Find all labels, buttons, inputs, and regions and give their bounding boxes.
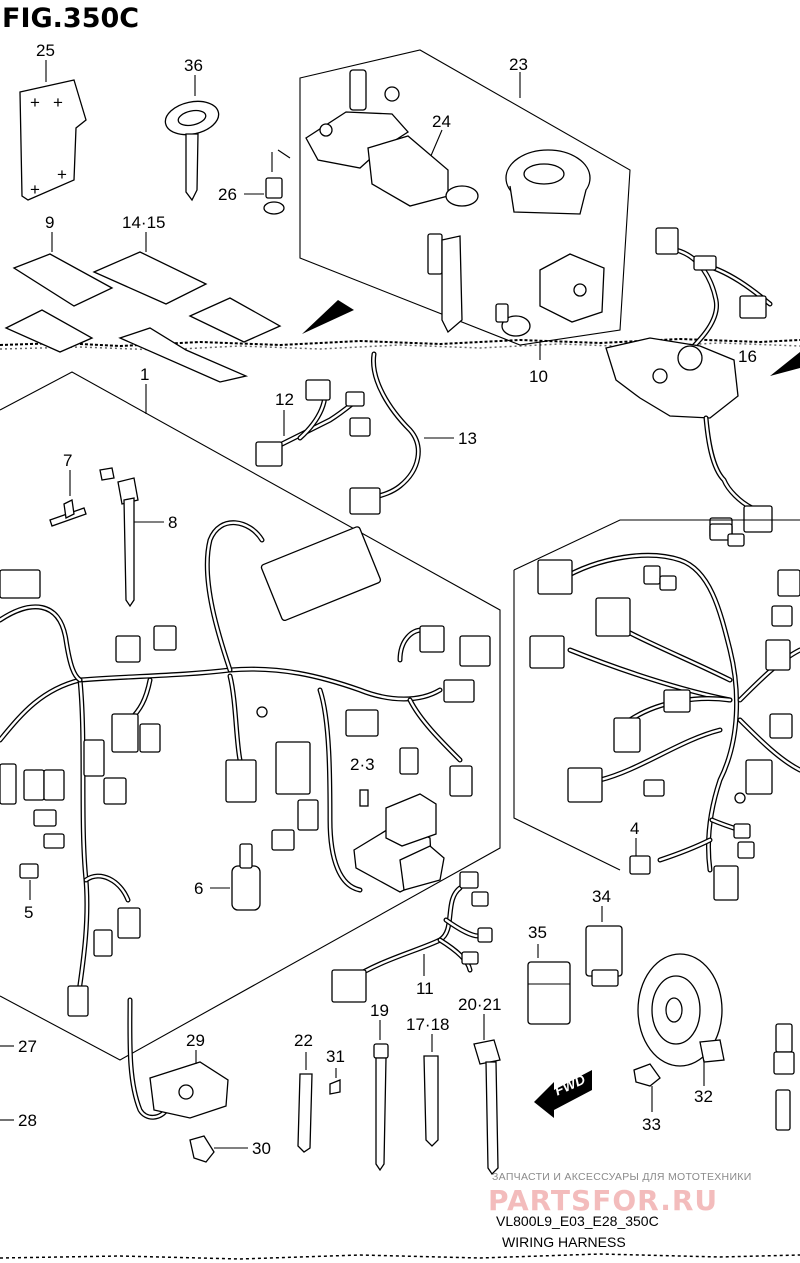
callout-36: 36 — [184, 56, 203, 75]
callout-1: 1 — [140, 365, 149, 384]
part-10-key-cylinder — [495, 303, 541, 360]
page-split-divider — [0, 337, 800, 351]
svg-text:+: + — [30, 93, 40, 112]
callout-12: 12 — [275, 390, 294, 409]
callout-29: 29 — [186, 1031, 205, 1050]
callout-24: 24 — [432, 112, 451, 131]
svg-text:+: + — [57, 165, 67, 184]
part-11-sub-harness — [331, 871, 493, 1003]
part-8-band — [99, 467, 164, 608]
callout-19: 19 — [370, 1001, 389, 1020]
callout-30: 30 — [252, 1139, 271, 1158]
callout-9: 9 — [45, 213, 54, 232]
part-33-bolt — [633, 1063, 661, 1112]
part-26-bolt — [244, 149, 291, 215]
part-17-18-clamp — [423, 1034, 439, 1147]
part-19-tie — [373, 1020, 389, 1172]
part-2-3-fuse-box — [353, 789, 445, 893]
part-23-ignition-set-box — [299, 49, 631, 346]
callout-7: 7 — [63, 451, 72, 470]
part-35-relay — [527, 944, 571, 1025]
callout-6: 6 — [194, 879, 203, 898]
callout-5: 5 — [24, 903, 33, 922]
svg-text:+: + — [30, 180, 40, 199]
direction-arrow-left — [302, 300, 354, 334]
part-29-bracket — [127, 997, 229, 1120]
watermark-logo: PARTSFOR.RU — [488, 1184, 718, 1217]
right-wire-harness — [557, 552, 800, 873]
part-9-pads — [4, 232, 114, 353]
callout-2-3: 2·3 — [350, 755, 375, 774]
direction-arrow-right — [770, 352, 800, 376]
model-code: VL800L9_E03_E28_350C — [496, 1213, 659, 1229]
callout-26: 26 — [218, 185, 237, 204]
callout-8: 8 — [168, 513, 177, 532]
callout-27: 27 — [18, 1037, 37, 1056]
part-6-sensor — [210, 843, 261, 911]
pressure-switch — [773, 1023, 795, 1131]
watermark-line1: ЗАПЧАСТИ И АКСЕССУАРЫ ДЛЯ МОТОТЕХНИКИ — [492, 1171, 752, 1183]
part-16-sub-harness — [605, 227, 773, 539]
callout-31: 31 — [326, 1047, 345, 1066]
callout-22: 22 — [294, 1031, 313, 1050]
callout-17-18: 17·18 — [406, 1015, 449, 1034]
svg-text:+: + — [53, 93, 63, 112]
ignition-cap — [505, 149, 591, 215]
callout-11: 11 — [416, 979, 434, 998]
part-20-21-tie — [473, 1014, 501, 1176]
callout-33: 33 — [642, 1115, 661, 1134]
callout-34: 34 — [592, 887, 611, 906]
figure-title: FIG.350C — [2, 3, 139, 34]
fwd-direction-badge: FWD — [534, 1070, 592, 1118]
callout-28: 28 — [18, 1111, 37, 1130]
part-30-bolt — [189, 1135, 248, 1163]
part-7-clip — [49, 470, 87, 527]
callout-25: 25 — [36, 41, 55, 60]
main-harness-connectors — [0, 526, 491, 1017]
callout-35: 35 — [528, 923, 547, 942]
callout-13: 13 — [458, 429, 477, 448]
part-31-screw — [329, 1068, 341, 1095]
bottom-torn-edge — [0, 1253, 800, 1260]
part-12-small-harness — [255, 379, 371, 467]
callout-10: 10 — [529, 367, 548, 386]
lock-housing — [539, 253, 605, 323]
part-1-main-harness-box — [0, 371, 501, 1061]
callout-14-15: 14·15 — [122, 213, 165, 232]
part-34-relay — [585, 906, 623, 987]
part-14-15-pads — [92, 232, 282, 383]
part-13-harness — [349, 351, 454, 515]
part-22-clamp — [297, 1052, 313, 1153]
figure-caption: WIRING HARNESS — [502, 1234, 626, 1250]
part-24-ignition-switch — [305, 69, 479, 334]
callout-4: 4 — [630, 819, 639, 838]
callout-32: 32 — [694, 1087, 713, 1106]
part-25-bracket: + + + + — [19, 60, 87, 201]
callout-16: 16 — [738, 347, 757, 366]
callout-20-21: 20·21 — [458, 995, 501, 1014]
right-harness-connectors — [529, 523, 800, 901]
part-36-key — [164, 75, 220, 202]
part-32-horn — [637, 953, 725, 1086]
callout-23: 23 — [509, 55, 528, 74]
part-4-right-harness-box — [513, 519, 800, 871]
part-5-connector — [19, 863, 39, 900]
